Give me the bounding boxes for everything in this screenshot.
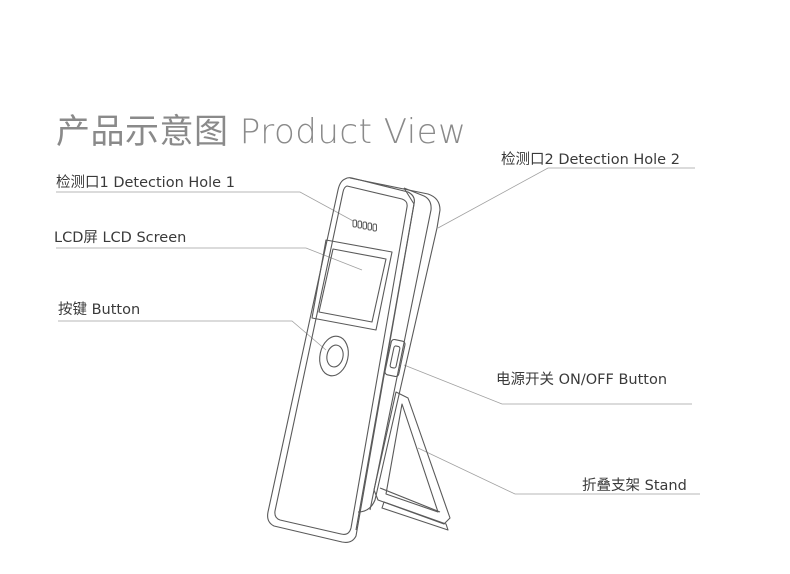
leader-stand — [417, 447, 700, 495]
slot — [352, 219, 357, 228]
device-body — [267, 177, 451, 543]
leader-hole-1 — [56, 191, 356, 223]
label-stand: 折叠支架 Stand — [582, 478, 687, 494]
label-detection-hole-2: 检测口2 Detection Hole 2 — [501, 152, 680, 168]
leader-lines — [56, 167, 700, 495]
leader-power — [403, 364, 692, 405]
slot — [357, 220, 362, 229]
slot — [367, 222, 372, 231]
slot — [372, 223, 377, 232]
label-button: 按键 Button — [58, 302, 141, 318]
leader-hole-2 — [437, 167, 695, 229]
page-title: 产品示意图 Product View — [56, 112, 467, 152]
leader-lcd — [56, 247, 363, 271]
detection-hole-1-slots — [352, 219, 377, 232]
leader-button — [58, 320, 327, 351]
label-detection-hole-1: 检测口1 Detection Hole 1 — [56, 175, 235, 191]
label-lcd-screen: LCD屏 LCD Screen — [54, 230, 187, 246]
label-on-off-button: 电源开关 ON/OFF Button — [496, 372, 668, 388]
slot — [362, 221, 367, 230]
